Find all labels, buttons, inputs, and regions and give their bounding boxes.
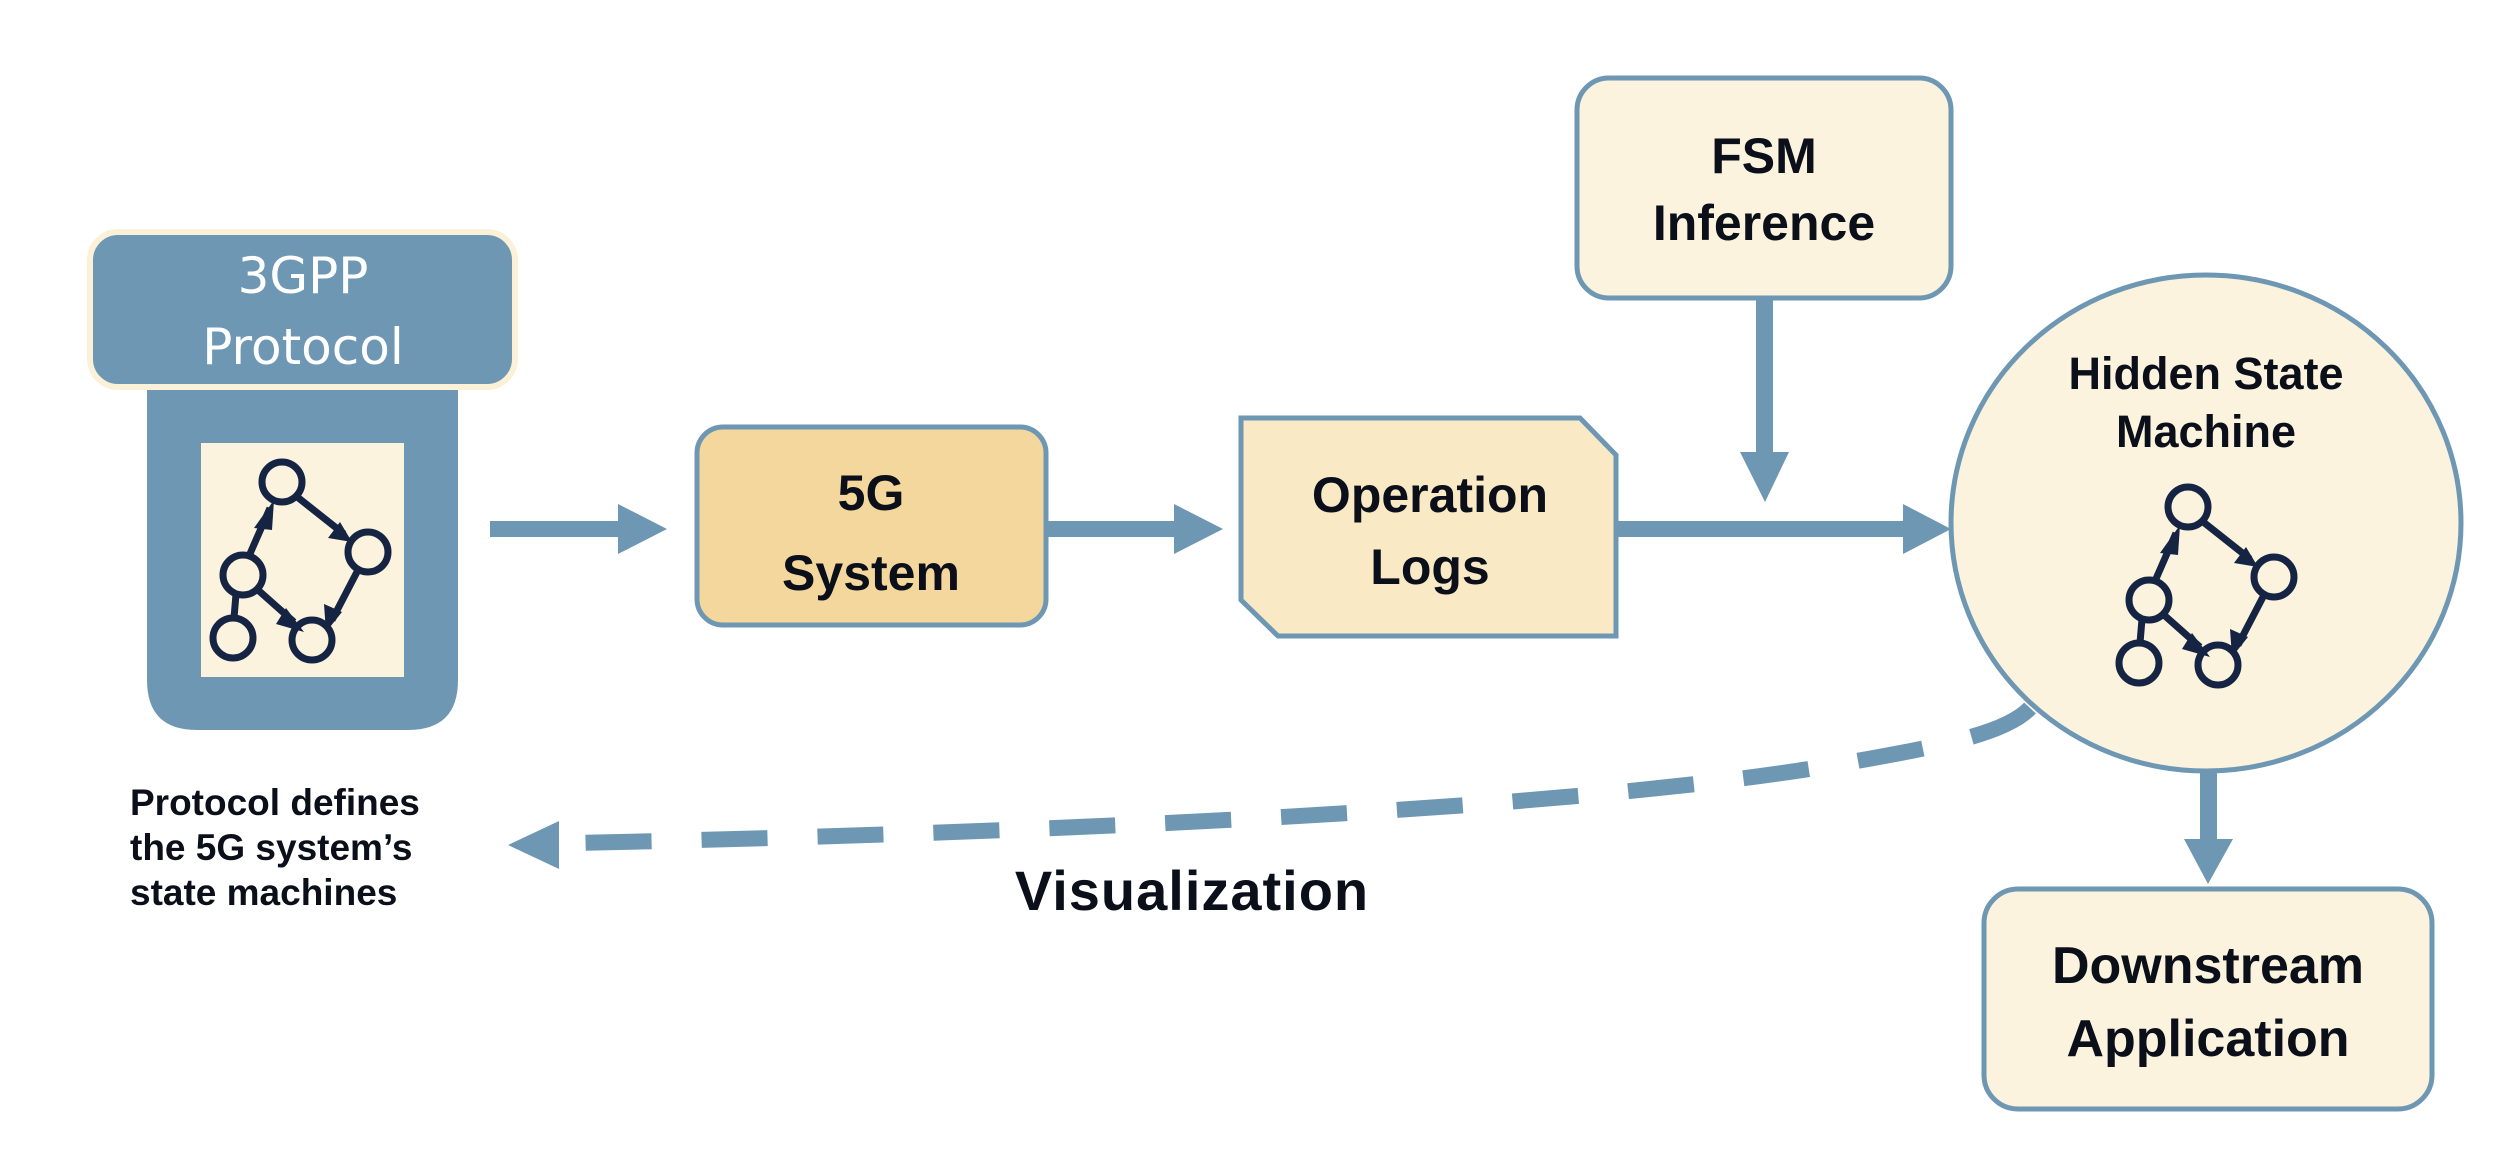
operation-logs-line1: Operation [1312,467,1548,523]
5g-system-node[interactable]: 5G System [694,424,1049,628]
hidden-sm-line1: Hidden State [2068,348,2343,399]
protocol-header [87,229,518,390]
protocol-title-line2: Protocol [202,318,404,376]
fsm-line1: FSM [1711,128,1817,184]
5g-system-line2: System [782,545,960,601]
caption-line-1: Protocol defines [130,782,420,823]
protocol-node[interactable]: 3GPP Protocol [87,229,518,730]
caption-line-3: state machines [130,872,397,913]
visualization-label: Visualization [1015,859,1369,922]
arrow-5g-to-logs [1048,504,1223,554]
visualization-arrowhead [508,821,559,869]
downstream-line2: Application [2066,1010,2349,1068]
operation-logs-node[interactable]: Operation Logs [1238,415,1619,639]
5g-system-line1: 5G [838,465,905,521]
caption-line-2: the 5G system’s [130,827,412,868]
fsm-inference-node[interactable]: FSM Inference [1574,75,1954,301]
hidden-state-machine-node[interactable]: Hidden State Machine [1948,272,2464,774]
protocol-title-line1: 3GPP [238,247,369,305]
protocol-caption: Protocol defines the 5G system’s state m… [130,782,420,913]
arrow-protocol-to-5g [490,504,667,554]
hidden-sm-line2: Machine [2116,406,2296,457]
downstream-application-node[interactable]: Downstream Application [1981,886,2435,1112]
arrow-logs-to-hidden-sm [1618,504,1951,554]
arrow-fsm-to-edge [1740,300,1789,502]
fsm-line2: Inference [1653,195,1875,251]
arrow-hidden-sm-to-downstream [2184,770,2233,884]
visualization-arrow [508,702,2036,869]
downstream-line1: Downstream [2052,937,2364,995]
operation-logs-line2: Logs [1370,539,1489,595]
